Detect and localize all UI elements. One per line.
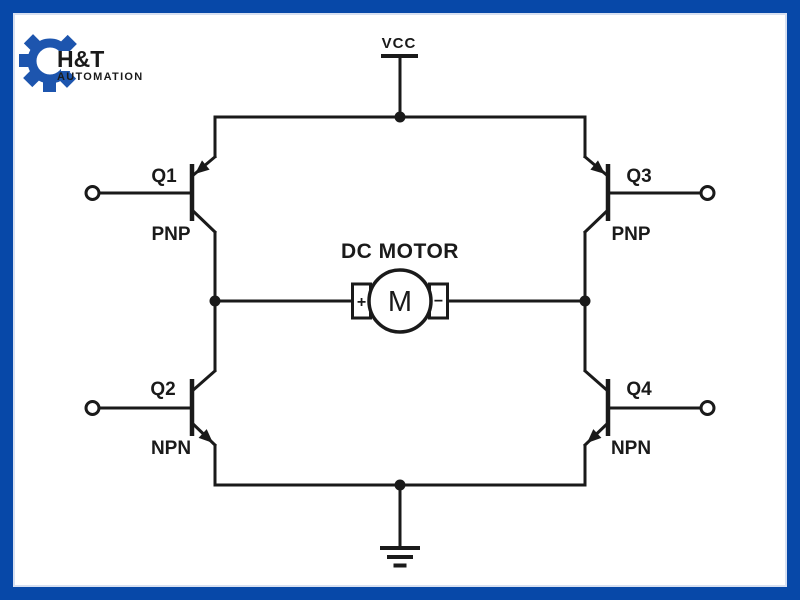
q4-collector <box>583 368 610 394</box>
transistor-q2 <box>84 368 218 448</box>
logo-subtitle: AUTOMATION <box>57 71 144 83</box>
junction-ground <box>394 479 406 491</box>
junction-dots <box>209 111 591 491</box>
junction-vcc <box>394 111 406 123</box>
q2-terminal <box>84 400 101 416</box>
junction-right-mid <box>579 295 591 307</box>
bottom-rail-wire <box>213 445 587 487</box>
q4-terminal <box>699 400 716 416</box>
ground-symbol <box>380 485 420 568</box>
q1-label: Q1 <box>151 166 177 187</box>
q3-terminal <box>699 185 716 201</box>
logo: H&T AUTOMATION <box>19 34 144 92</box>
q1-pnp-arrow <box>195 160 210 174</box>
motor-body <box>367 268 433 334</box>
q1-terminal <box>84 185 101 201</box>
top-rail-wire <box>213 115 587 158</box>
q1-type-label: PNP <box>151 224 190 245</box>
q4-type-label: NPN <box>611 438 651 459</box>
q2-npn-arrow <box>198 429 213 443</box>
q3-pnp-arrow <box>590 160 605 174</box>
transistor-q4 <box>582 368 716 448</box>
junction-left-mid <box>209 295 221 307</box>
motor-symbol-letter: M <box>388 286 412 318</box>
vcc-label: VCC <box>382 35 417 52</box>
q3-label: Q3 <box>626 166 651 187</box>
q2-type-label: NPN <box>151 438 191 459</box>
motor-title: DC MOTOR <box>341 240 459 263</box>
q4-npn-arrow <box>587 429 602 443</box>
transistor-q3 <box>582 154 716 235</box>
dc-motor-symbol: M + − <box>351 268 449 334</box>
transistor-q1 <box>84 154 218 235</box>
q2-collector <box>190 368 217 394</box>
motor-negative-label: − <box>434 293 443 310</box>
logo-name: H&T <box>57 46 104 72</box>
q1-collector <box>189 207 218 235</box>
q4-label: Q4 <box>626 379 652 400</box>
q2-label: Q2 <box>150 379 175 400</box>
q3-collector <box>582 207 611 235</box>
q3-type-label: PNP <box>611 224 650 245</box>
vcc-symbol <box>381 54 418 117</box>
motor-positive-label: + <box>357 294 366 311</box>
